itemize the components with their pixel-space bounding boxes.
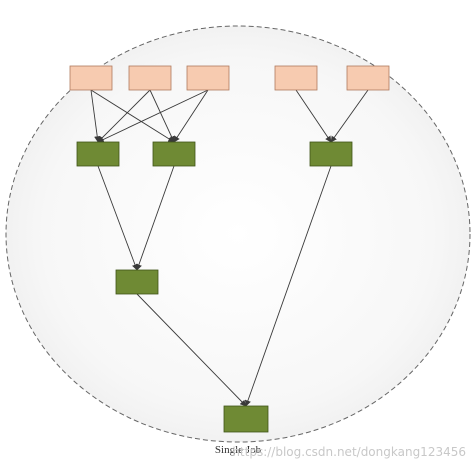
edge-input-4-to-task-3 (295, 89, 332, 143)
edge-input-3-to-task-1 (97, 89, 209, 143)
nodes-layer (69, 65, 390, 433)
edge-task-1-to-task-4 (97, 165, 138, 271)
edge-task-3-to-task-5 (244, 165, 332, 407)
input-3-node (186, 65, 230, 91)
edge-task-2-to-task-4 (135, 165, 175, 271)
edge-task-4-to-task-5 (136, 293, 247, 407)
edge-input-2-to-task-2 (149, 89, 175, 143)
task-3-node (309, 141, 353, 167)
edge-input-1-to-task-2 (90, 89, 175, 143)
job-boundary (5, 25, 471, 443)
edges-layer (90, 89, 369, 407)
input-4-node (274, 65, 318, 91)
input-5-node (346, 65, 390, 91)
watermark: https://blog.csdn.net/dongkang123456 (232, 445, 466, 459)
input-1-node (69, 65, 113, 91)
edge-input-5-to-task-3 (330, 89, 369, 143)
task-1-node (76, 141, 120, 167)
input-2-node (128, 65, 172, 91)
task-5-node (223, 405, 269, 433)
edge-input-2-to-task-1 (97, 89, 151, 143)
edge-input-1-to-task-1 (90, 89, 101, 143)
task-2-node (152, 141, 196, 167)
edge-input-3-to-task-2 (173, 89, 209, 143)
diagram-caption: Single Job (215, 444, 262, 456)
task-4-node (115, 269, 159, 295)
